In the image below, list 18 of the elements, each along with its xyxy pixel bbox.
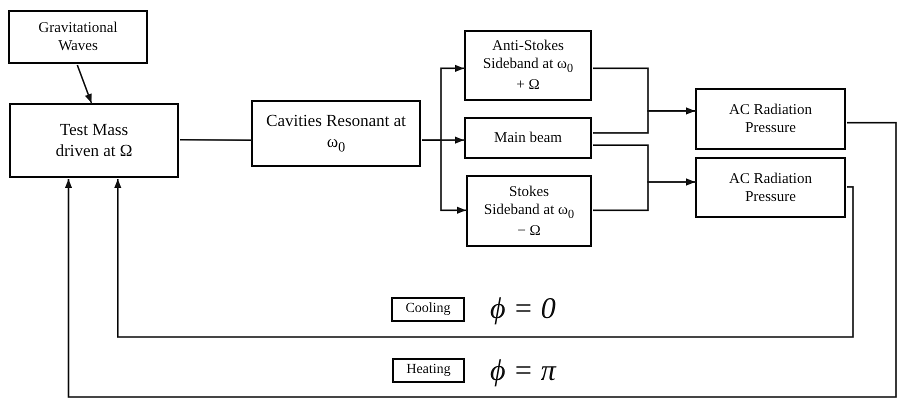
process-box: Stokes Sideband at ω$_{0}$ − Ω xyxy=(466,175,592,247)
phase-formula: ϕ = π xyxy=(490,356,556,386)
mode-label-box: Heating xyxy=(392,358,465,383)
phase-formula: ϕ = 0 xyxy=(490,294,556,324)
connector-arrow xyxy=(64,122,897,398)
connector-arrow xyxy=(422,139,466,214)
source-box: Gravitational Waves xyxy=(8,10,148,64)
connector-arrow xyxy=(114,179,854,338)
process-box: AC Radiation Pressure xyxy=(695,88,846,150)
process-box: Main beam xyxy=(464,117,592,159)
connector-arrow xyxy=(593,178,695,212)
connector-arrow xyxy=(76,64,92,104)
mode-label-box: Cooling xyxy=(391,297,465,322)
process-box: Test Mass driven at Ω xyxy=(9,103,179,178)
process-box: Cavities Resonant at ω$_{0}$ xyxy=(251,100,421,167)
process-box: Anti-Stokes Sideband at ω$_{0}$ + Ω xyxy=(464,30,592,101)
process-box: AC Radiation Pressure xyxy=(695,157,846,218)
connector-arrow xyxy=(593,107,695,134)
